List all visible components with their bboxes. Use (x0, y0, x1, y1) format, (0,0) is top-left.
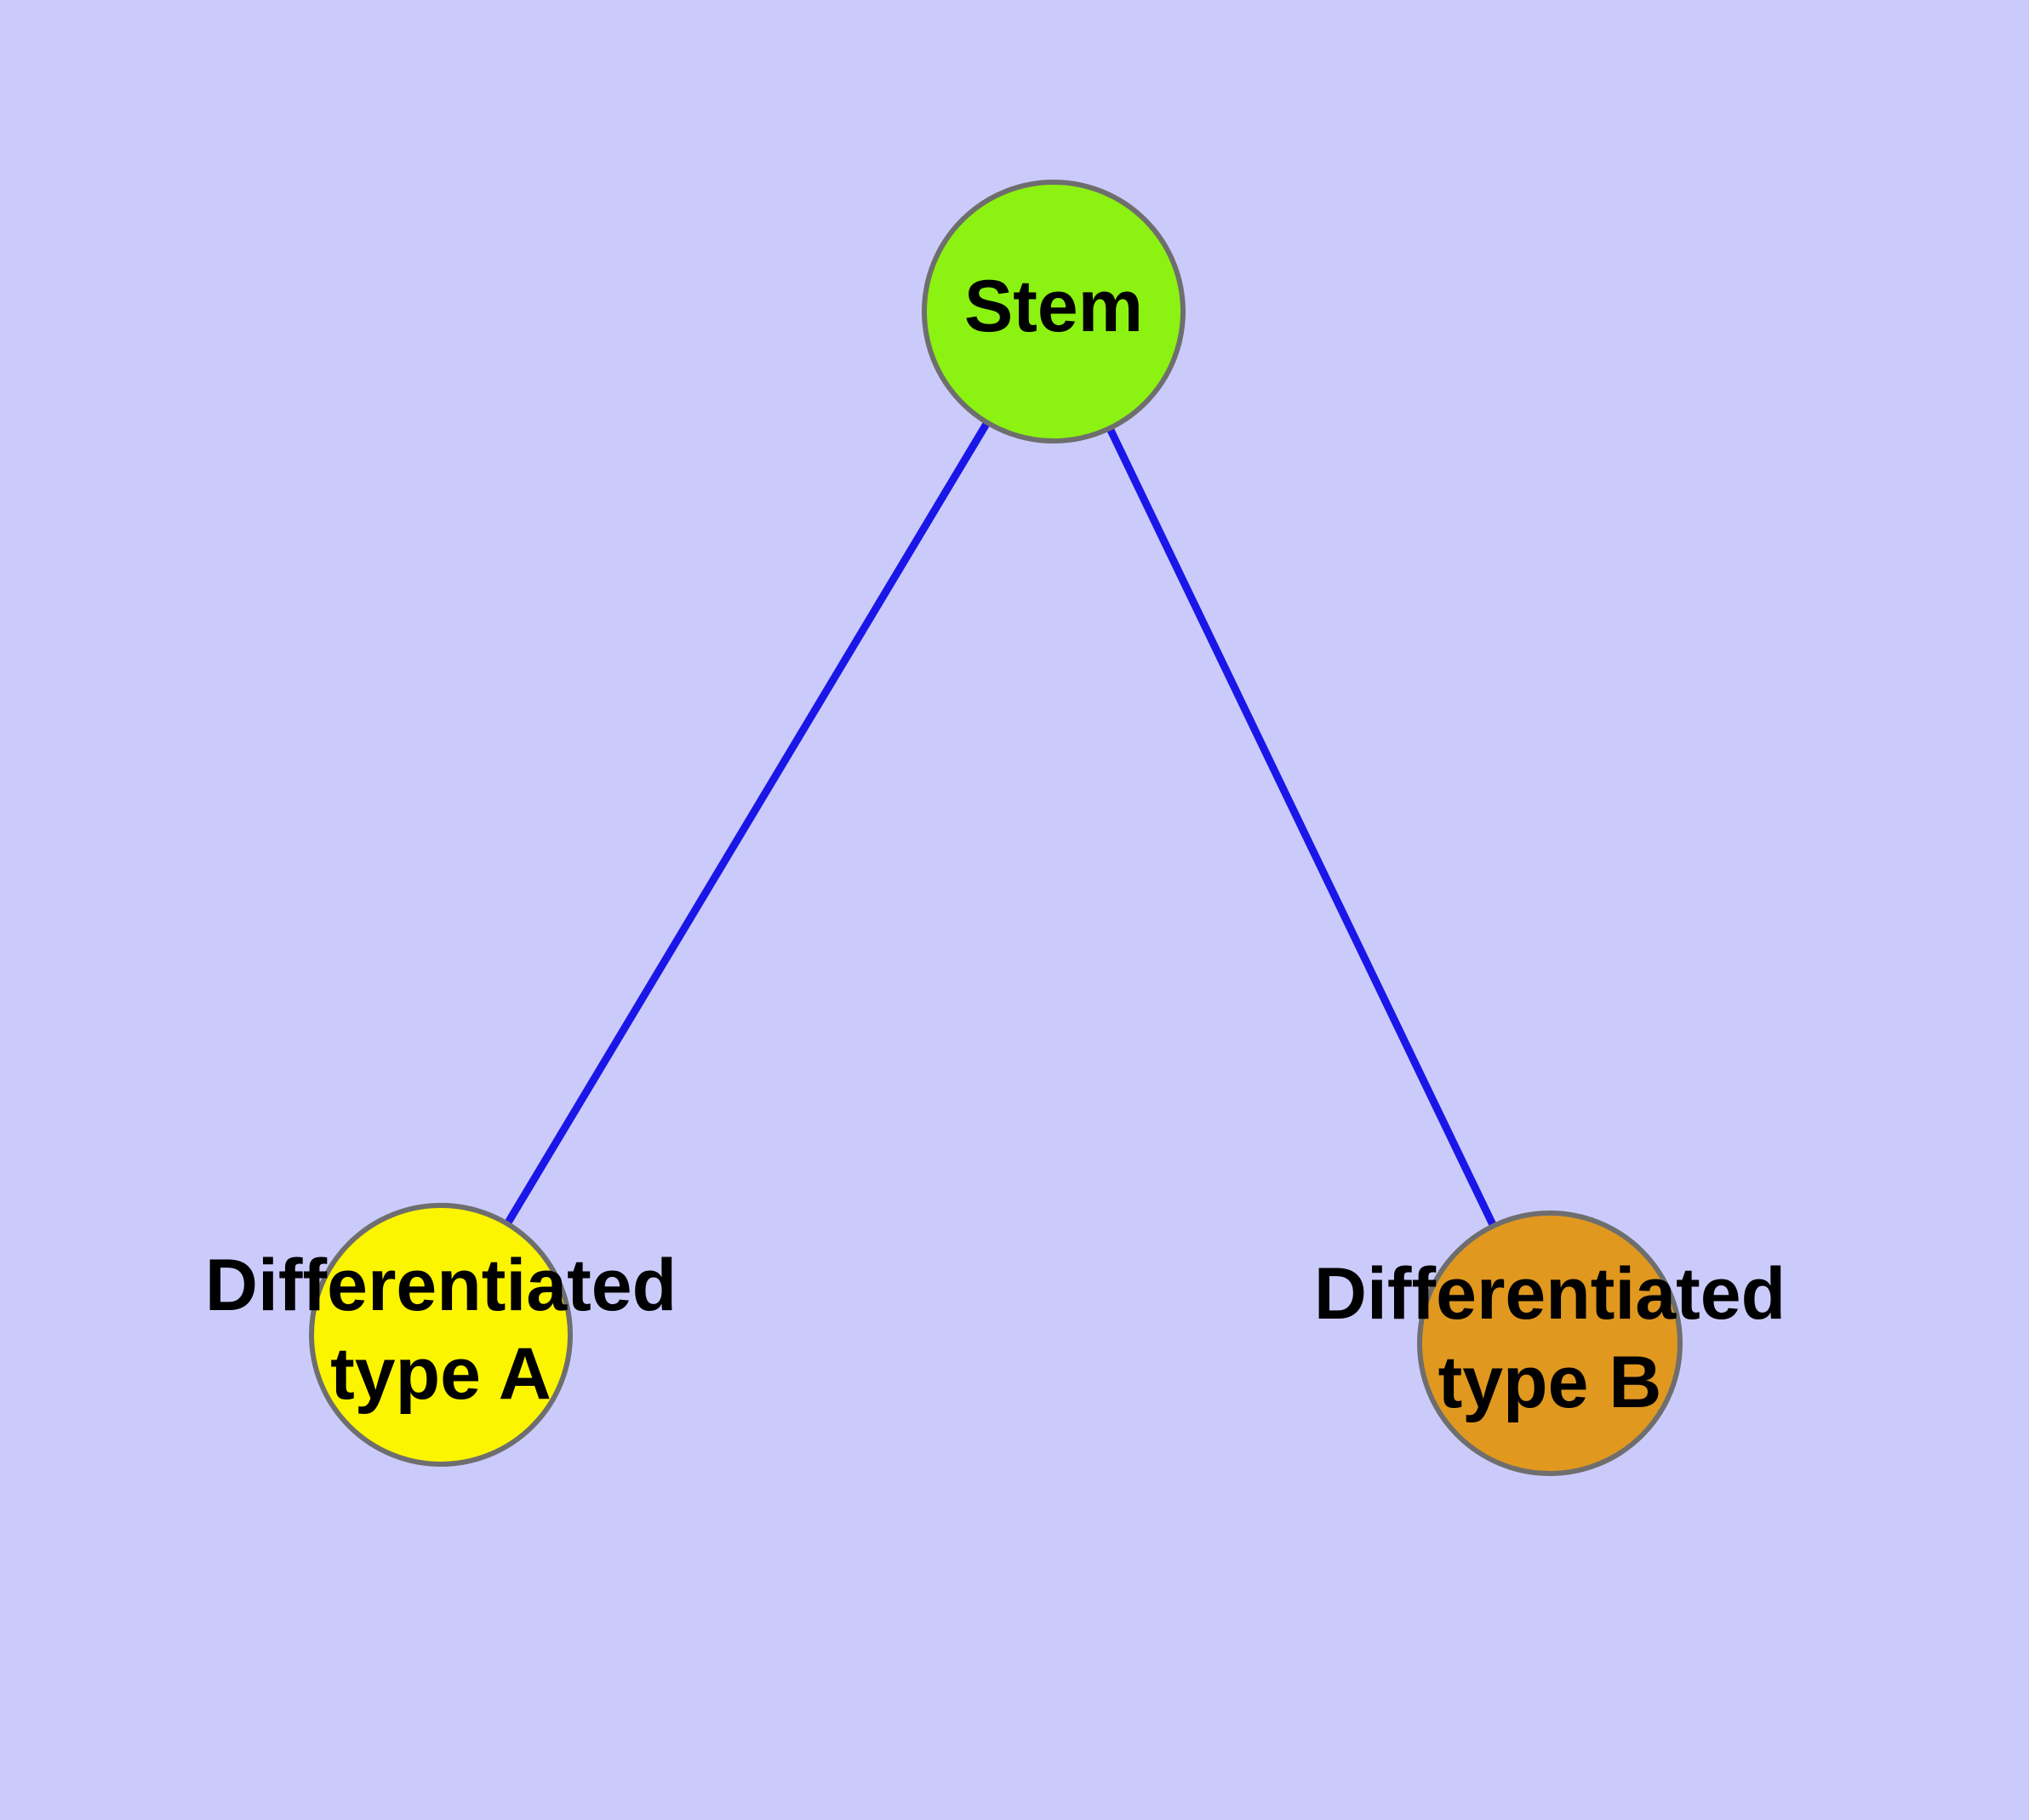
node-label-line: type B (1438, 1342, 1662, 1423)
node-label-line: Differentiated (205, 1245, 677, 1326)
edges-layer (437, 309, 1554, 1345)
graph-node-diff-b[interactable] (1417, 1210, 1683, 1476)
graph-node-diff-a[interactable] (309, 1203, 573, 1467)
graph-node-stem[interactable] (922, 180, 1186, 444)
graph-edge[interactable] (437, 309, 1057, 1337)
node-label-line: Stem (964, 266, 1143, 347)
node-label-line: type A (330, 1333, 552, 1415)
node-label-line: Differentiated (1314, 1253, 1786, 1335)
graph-edge[interactable] (1049, 310, 1554, 1345)
nodes-layer (309, 180, 1683, 1476)
node-label-stem: Stem (964, 266, 1143, 347)
